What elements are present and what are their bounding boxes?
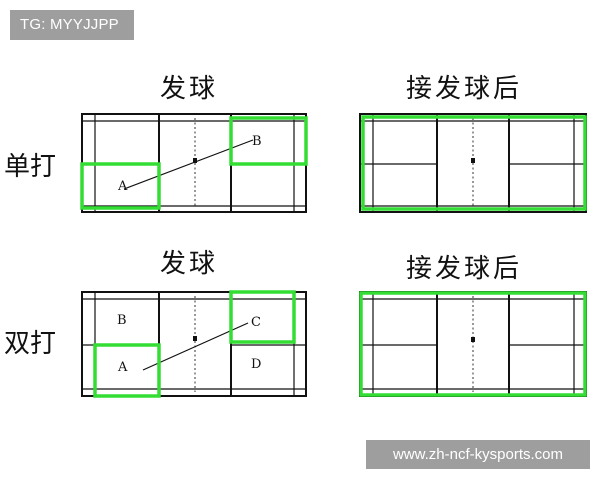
server-zone-a [80, 162, 161, 210]
label-a: A [117, 360, 128, 375]
watermark-url: www.zh-ncf-kysports.com [366, 440, 590, 469]
row-label-doubles: 双打 [4, 329, 57, 359]
receiver-zone-c [229, 290, 296, 344]
net-post-marker [193, 158, 197, 163]
heading-after-receive-doubles: 接发球后 [406, 254, 523, 284]
heading-serve-doubles: 发球 [160, 249, 219, 279]
doubles-after-receive-court [359, 291, 587, 397]
row-label-singles: 单打 [4, 152, 57, 182]
label-b: B [117, 313, 127, 328]
label-a: A [117, 179, 128, 194]
singles-after-receive-court [359, 113, 587, 213]
heading-after-receive-singles: 接发球后 [406, 74, 523, 104]
net-post-marker [471, 337, 475, 342]
server-zone-a [93, 343, 161, 398]
receiver-zone-b [229, 116, 308, 166]
label-d: D [251, 357, 261, 372]
singles-serve-court: A B [80, 113, 308, 213]
source-tag: TG: MYYJJPP [10, 10, 134, 40]
heading-serve-singles: 发球 [160, 74, 219, 104]
singles-play-zone [361, 115, 587, 211]
doubles-serve-court: B A C D [81, 290, 307, 398]
label-b: B [252, 134, 262, 149]
net-post-marker [471, 158, 475, 163]
net-post-marker [193, 336, 197, 341]
label-c: C [251, 315, 261, 330]
court-lines [359, 291, 587, 397]
doubles-play-zone [359, 291, 587, 397]
